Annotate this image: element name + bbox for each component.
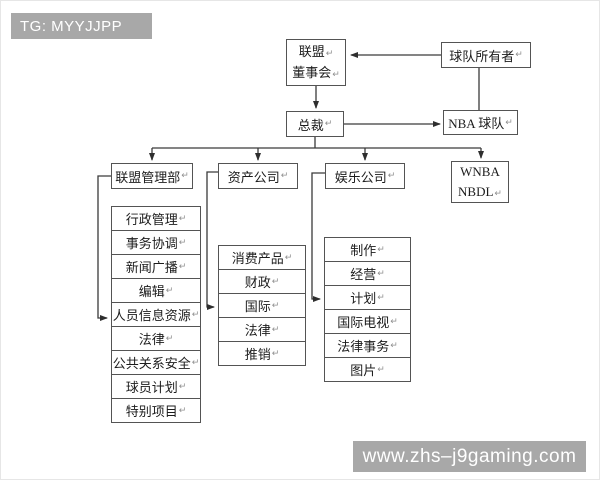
paragraph-mark: ↵ bbox=[324, 119, 333, 129]
paragraph-mark: ↵ bbox=[280, 171, 289, 181]
node-label-line: NBDL↵ bbox=[458, 184, 502, 199]
org-node-board: 联盟↵ 董事会↵ bbox=[286, 39, 346, 86]
paragraph-mark: ↵ bbox=[178, 261, 187, 272]
dept-box: 球员计划↵ bbox=[111, 374, 201, 399]
paragraph-mark: ↵ bbox=[178, 213, 187, 224]
node-label: 球队所有者 bbox=[449, 48, 515, 64]
dept-box: 法律事务↵ bbox=[324, 333, 411, 358]
assets-dept-stack: 消费产品↵ 财政↵ 国际↵ 法律↵ 推销↵ bbox=[218, 245, 306, 366]
paragraph-mark: ↵ bbox=[377, 364, 385, 375]
paragraph-mark: ↵ bbox=[332, 69, 340, 80]
dept-box: 公共关系安全↵ bbox=[111, 350, 201, 375]
dept-box: 消费产品↵ bbox=[218, 245, 306, 270]
dept-box: 计划↵ bbox=[324, 285, 411, 310]
org-node-asset-company: 资产公司↵ bbox=[218, 163, 298, 189]
paragraph-mark: ↵ bbox=[181, 171, 189, 181]
node-label: 总裁 bbox=[297, 117, 324, 133]
org-node-league-management: 联盟管理部↵ bbox=[111, 163, 193, 189]
paragraph-mark: ↵ bbox=[165, 285, 174, 296]
paragraph-mark: ↵ bbox=[390, 340, 398, 351]
dept-box: 人员信息资源↵ bbox=[111, 302, 201, 327]
dept-box: 财政↵ bbox=[218, 269, 306, 294]
paragraph-mark: ↵ bbox=[191, 357, 200, 368]
node-label: 联盟管理部 bbox=[115, 169, 181, 185]
paragraph-mark: ↵ bbox=[178, 405, 187, 416]
node-label: NBA 球队 bbox=[448, 116, 505, 131]
watermark-url-banner: www.zhs–j9gaming.com bbox=[353, 441, 586, 472]
org-node-president: 总裁↵ bbox=[286, 111, 344, 137]
paragraph-mark: ↵ bbox=[191, 309, 200, 320]
paragraph-mark: ↵ bbox=[165, 333, 174, 344]
org-node-entertainment-company: 娱乐公司↵ bbox=[325, 163, 405, 189]
dept-box: 新闻广播↵ bbox=[111, 254, 201, 279]
management-dept-stack: 行政管理↵ 事务协调↵ 新闻广播↵ 编辑↵ 人员信息资源↵ 法律↵ 公共关系安全… bbox=[111, 206, 201, 423]
node-label: 资产公司 bbox=[227, 169, 280, 185]
paragraph-mark: ↵ bbox=[271, 276, 280, 287]
watermark-tg-text: TG: MYYJJPP bbox=[20, 17, 123, 35]
dept-box: 推销↵ bbox=[218, 341, 306, 366]
dept-box: 国际电视↵ bbox=[324, 309, 411, 334]
node-label: 娱乐公司 bbox=[334, 169, 387, 185]
node-label-line: WNBA bbox=[460, 163, 500, 179]
paragraph-mark: ↵ bbox=[494, 189, 502, 199]
dept-box: 编辑↵ bbox=[111, 278, 201, 303]
org-node-wnba-nbdl: WNBA NBDL↵ bbox=[451, 161, 509, 203]
dept-box: 行政管理↵ bbox=[111, 206, 201, 231]
watermark-url-text: www.zhs–j9gaming.com bbox=[362, 445, 577, 467]
paragraph-mark: ↵ bbox=[271, 348, 280, 359]
node-label-line: 董事会↵ bbox=[292, 64, 340, 80]
org-node-team-owners: 球队所有者↵ bbox=[441, 42, 531, 68]
paragraph-mark: ↵ bbox=[325, 49, 334, 60]
paragraph-mark: ↵ bbox=[377, 268, 385, 279]
org-node-nba-teams: NBA 球队↵ bbox=[443, 110, 518, 135]
paragraph-mark: ↵ bbox=[387, 171, 396, 181]
dept-box: 经营↵ bbox=[324, 261, 411, 286]
paragraph-mark: ↵ bbox=[178, 237, 187, 248]
dept-box: 国际↵ bbox=[218, 293, 306, 318]
paragraph-mark: ↵ bbox=[515, 50, 523, 60]
dept-box: 图片↵ bbox=[324, 357, 411, 382]
dept-box: 法律↵ bbox=[218, 317, 306, 342]
node-label-line: 联盟↵ bbox=[298, 44, 334, 60]
entertainment-dept-stack: 制作↵ 经营↵ 计划↵ 国际电视↵ 法律事务↵ 图片↵ bbox=[324, 237, 411, 382]
dept-box: 法律↵ bbox=[111, 326, 201, 351]
paragraph-mark: ↵ bbox=[377, 244, 385, 255]
paragraph-mark: ↵ bbox=[390, 316, 398, 327]
watermark-tg-banner: TG: MYYJJPP bbox=[11, 13, 152, 39]
dept-box: 事务协调↵ bbox=[111, 230, 201, 255]
dept-box: 特别项目↵ bbox=[111, 398, 201, 423]
paragraph-mark: ↵ bbox=[178, 381, 187, 392]
paragraph-mark: ↵ bbox=[271, 324, 280, 335]
paragraph-mark: ↵ bbox=[284, 252, 293, 263]
paragraph-mark: ↵ bbox=[377, 292, 385, 303]
dept-box: 制作↵ bbox=[324, 237, 411, 262]
paragraph-mark: ↵ bbox=[271, 300, 280, 311]
paragraph-mark: ↵ bbox=[505, 117, 513, 128]
